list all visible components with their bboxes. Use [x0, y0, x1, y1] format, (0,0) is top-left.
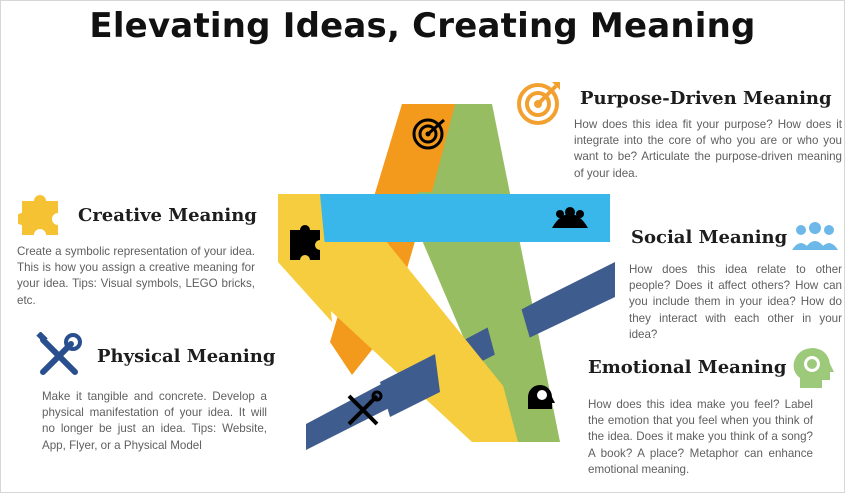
- emotional-heading: Emotional Meaning: [588, 357, 787, 378]
- physical-heading: Physical Meaning: [97, 346, 276, 367]
- puzzle-icon: [18, 195, 58, 235]
- creative-text: Create a symbolic representation of your…: [17, 245, 255, 307]
- tools-icon: [347, 390, 383, 426]
- brain-head-icon: [528, 385, 555, 409]
- brain-head-icon: [793, 348, 834, 388]
- yellow-band-overlap: [278, 194, 332, 322]
- people-icon: [552, 207, 588, 228]
- puzzle-icon: [290, 225, 320, 260]
- social-text: How does this idea relate to other peopl…: [629, 263, 842, 341]
- social-heading: Social Meaning: [631, 227, 788, 248]
- yellow-band: [278, 194, 520, 442]
- blue-band: [278, 194, 610, 242]
- target-icon: [517, 82, 560, 125]
- navy-band-overlap: [380, 354, 440, 417]
- purpose-heading: Purpose-Driven Meaning: [580, 88, 832, 109]
- target-icon: [412, 118, 445, 150]
- emotional-text: How does this idea make you feel? Label …: [588, 398, 813, 476]
- physical-text: Make it tangible and concrete. Develop a…: [42, 390, 267, 452]
- purpose-text: How does this idea fit your purpose? How…: [574, 118, 842, 180]
- tools-icon: [36, 332, 82, 375]
- people-icon: [792, 222, 838, 250]
- page-title: Elevating Ideas, Creating Meaning: [89, 6, 756, 46]
- interlocking-star: [278, 104, 615, 450]
- creative-heading: Creative Meaning: [78, 205, 257, 226]
